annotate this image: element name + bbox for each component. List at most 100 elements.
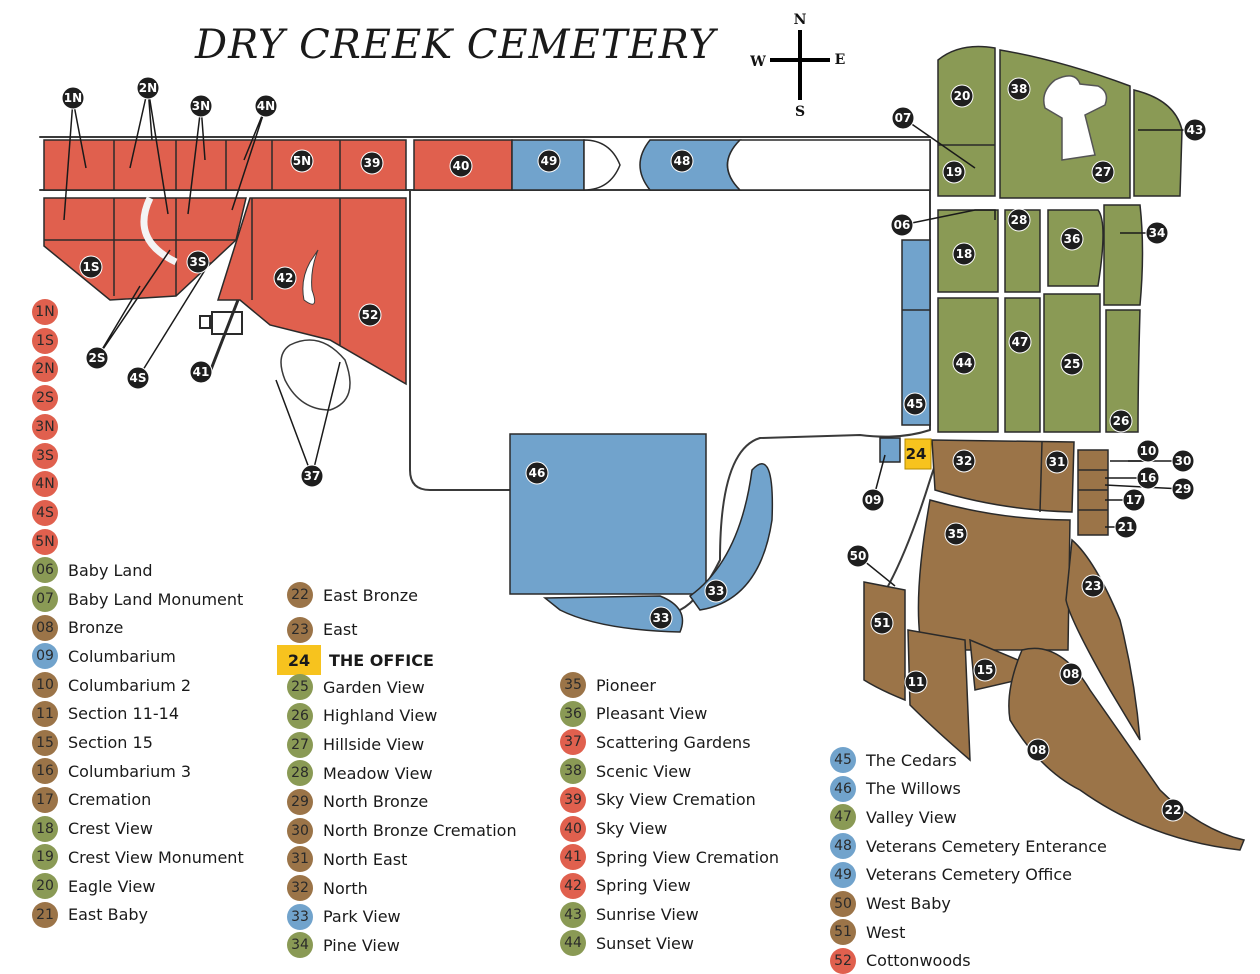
- legend-item-4S[interactable]: 4S: [32, 499, 68, 526]
- legend-item-2N[interactable]: 2N: [32, 356, 68, 383]
- section-marker-27[interactable]: 27: [1091, 160, 1115, 184]
- section-marker-07[interactable]: 07: [891, 106, 915, 130]
- section-marker-3S[interactable]: 3S: [186, 250, 210, 274]
- section-marker-18[interactable]: 18: [952, 242, 976, 266]
- section-marker-31[interactable]: 31: [1045, 450, 1069, 474]
- section-marker-21[interactable]: 21: [1114, 515, 1138, 539]
- section-marker-16[interactable]: 16: [1136, 466, 1160, 490]
- section-marker-20[interactable]: 20: [950, 84, 974, 108]
- section-marker-38[interactable]: 38: [1007, 77, 1031, 101]
- section-marker-34[interactable]: 34: [1145, 221, 1169, 245]
- section-marker-24[interactable]: 24: [906, 445, 927, 463]
- section-marker-30[interactable]: 30: [1171, 449, 1195, 473]
- section-marker-08[interactable]: 08: [1026, 738, 1050, 762]
- section-marker-09[interactable]: 09: [861, 488, 885, 512]
- section-marker-32[interactable]: 32: [952, 449, 976, 473]
- section-marker-41[interactable]: 41: [189, 360, 213, 384]
- section-marker-23[interactable]: 23: [1081, 574, 1105, 598]
- section-marker-45[interactable]: 45: [903, 392, 927, 416]
- section-marker-51[interactable]: 51: [870, 611, 894, 635]
- section-marker-10[interactable]: 10: [1136, 439, 1160, 463]
- section-marker-19[interactable]: 19: [942, 160, 966, 184]
- section-marker-22[interactable]: 22: [1161, 798, 1185, 822]
- legend-item-4N[interactable]: 4N: [32, 471, 68, 498]
- section-marker-36[interactable]: 36: [1060, 227, 1084, 251]
- section-marker-35[interactable]: 35: [944, 522, 968, 546]
- section-marker-42[interactable]: 42: [273, 266, 297, 290]
- section-marker-11[interactable]: 11: [904, 670, 928, 694]
- section-marker-2N[interactable]: 2N: [136, 76, 160, 100]
- legend-item-2S[interactable]: 2S: [32, 385, 68, 412]
- section-marker-48[interactable]: 48: [670, 149, 694, 173]
- section-marker-25[interactable]: 25: [1060, 352, 1084, 376]
- section-marker-4S[interactable]: 4S: [126, 366, 150, 390]
- section-marker-06[interactable]: 06: [890, 213, 914, 237]
- legend-item-3N[interactable]: 3N: [32, 413, 68, 440]
- section-marker-47[interactable]: 47: [1008, 330, 1032, 354]
- section-marker-46[interactable]: 46: [525, 461, 549, 485]
- section-marker-4N[interactable]: 4N: [254, 94, 278, 118]
- section-marker-43[interactable]: 43: [1183, 118, 1207, 142]
- section-marker-3N[interactable]: 3N: [189, 94, 213, 118]
- section-marker-1S[interactable]: 1S: [79, 255, 103, 279]
- section-marker-5N[interactable]: 5N: [290, 149, 314, 173]
- section-marker-15[interactable]: 15: [973, 658, 997, 682]
- legend-item-1S[interactable]: 1S: [32, 327, 68, 354]
- section-marker-08[interactable]: 08: [1059, 662, 1083, 686]
- section-marker-49[interactable]: 49: [537, 149, 561, 173]
- section-marker-44[interactable]: 44: [952, 351, 976, 375]
- legend-item-3S[interactable]: 3S: [32, 442, 68, 469]
- section-marker-33[interactable]: 33: [704, 579, 728, 603]
- section-marker-39[interactable]: 39: [360, 151, 384, 175]
- section-marker-17[interactable]: 17: [1122, 488, 1146, 512]
- section-marker-29[interactable]: 29: [1171, 477, 1195, 501]
- section-marker-28[interactable]: 28: [1007, 208, 1031, 232]
- section-marker-40[interactable]: 40: [449, 154, 473, 178]
- section-marker-26[interactable]: 26: [1109, 409, 1133, 433]
- section-marker-33[interactable]: 33: [649, 606, 673, 630]
- section-marker-52[interactable]: 52: [358, 303, 382, 327]
- office-building-highlight[interactable]: [904, 438, 932, 470]
- section-marker-1N[interactable]: 1N: [61, 86, 85, 110]
